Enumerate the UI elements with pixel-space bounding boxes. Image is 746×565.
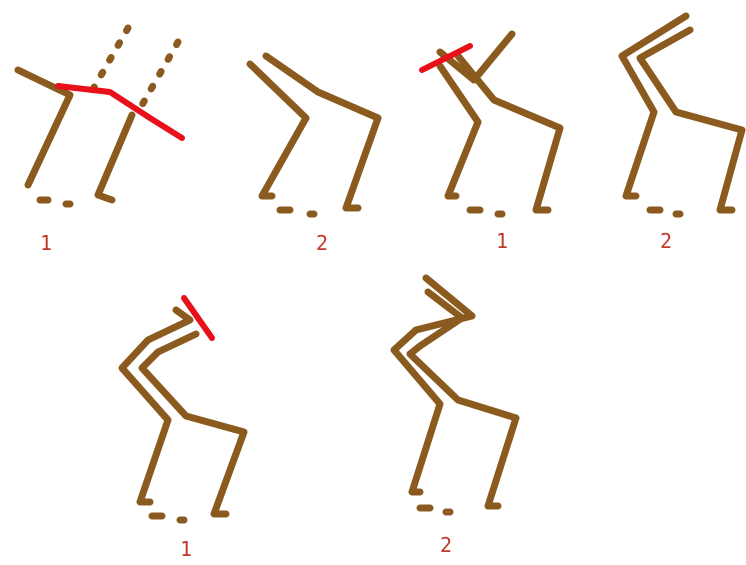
figure-step-1b: 1	[422, 34, 560, 253]
figure-step-2c: 2	[394, 278, 516, 557]
step-label: 1	[496, 229, 508, 253]
step-label: 2	[660, 229, 672, 253]
fold-line	[58, 86, 182, 138]
paper-strip	[622, 16, 686, 196]
paper-strip	[250, 64, 306, 196]
figure-step-1c: 1	[122, 298, 244, 561]
figure-step-2a: 2	[250, 56, 378, 255]
step-label: 2	[316, 231, 328, 255]
paper-strip	[142, 334, 244, 514]
figure-step-2b: 2	[622, 16, 742, 253]
step-label: 2	[440, 533, 452, 557]
paper-strip	[98, 115, 132, 200]
figure-step-1a: 1	[18, 28, 182, 255]
step-label: 1	[180, 537, 192, 561]
paper-strip	[266, 56, 378, 208]
paper-strip	[394, 278, 472, 492]
paper-strip	[440, 66, 478, 196]
paper-strip	[640, 30, 742, 210]
step-label: 1	[40, 231, 52, 255]
dashed-guide-line	[138, 42, 178, 112]
